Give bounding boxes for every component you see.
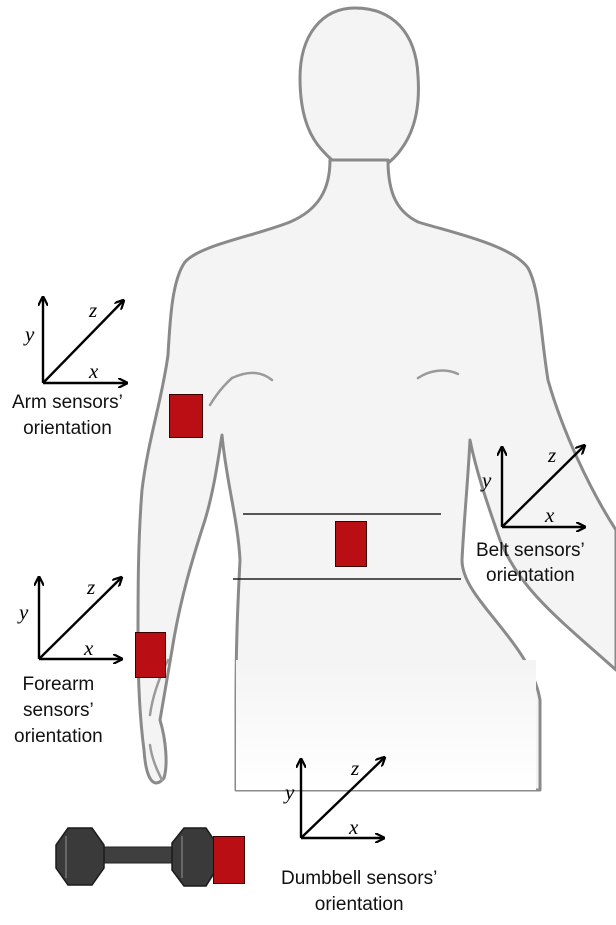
- dumbbell-axis-y-label: y: [283, 780, 295, 804]
- arm-axes-icon: [43, 298, 126, 383]
- dumbbell-axis-x-label: x: [348, 815, 359, 839]
- arm-axis-y-label: y: [23, 322, 35, 346]
- forearm-caption-line-2: sensors’: [14, 700, 103, 722]
- dumbbell-right-weight: [172, 828, 216, 886]
- dumbbell-axis-z-label: z: [350, 756, 359, 780]
- belt-axis-y-label: y: [480, 468, 492, 492]
- belt-axis-z-label: z: [547, 443, 556, 467]
- legs-fade: [236, 660, 536, 790]
- belt-caption-line-2: orientation: [476, 565, 585, 587]
- arm-caption-line-1: Arm sensors’: [12, 392, 123, 414]
- belt-caption: Belt sensors’ orientation: [476, 540, 585, 587]
- dumbbell-caption-line-1: Dumbbell sensors’: [281, 868, 437, 890]
- dumbbell-left-weight: [56, 828, 104, 885]
- arm-caption-line-2: orientation: [12, 418, 123, 440]
- forearm-sensor-box: [135, 632, 166, 678]
- forearm-axis-x-label: x: [83, 636, 94, 660]
- forearm-axes-icon: [39, 578, 121, 659]
- belt-caption-line-1: Belt sensors’: [476, 540, 585, 562]
- forearm-caption-line-1: Forearm: [14, 674, 103, 696]
- belt-sensor-box: [335, 521, 367, 567]
- dumbbell-sensor-box: [213, 836, 245, 884]
- forearm-axis-y-label: y: [17, 600, 29, 624]
- forearm-caption: Forearm sensors’ orientation: [14, 674, 103, 748]
- dumbbell-bar: [96, 847, 178, 863]
- belt-axis-x-label: x: [544, 503, 555, 527]
- dumbbell-caption: Dumbbell sensors’ orientation: [281, 868, 437, 916]
- head-outline: [300, 8, 418, 173]
- forearm-caption-line-3: orientation: [14, 726, 103, 748]
- arm-sensor-box: [169, 394, 203, 438]
- arm-axis-x-label: x: [88, 359, 99, 383]
- dumbbell-icon: [56, 828, 216, 886]
- dumbbell-caption-line-2: orientation: [281, 894, 437, 916]
- arm-caption: Arm sensors’ orientation: [12, 392, 123, 440]
- forearm-axis-z-label: z: [86, 575, 95, 599]
- arm-axis-z-label: z: [88, 298, 97, 322]
